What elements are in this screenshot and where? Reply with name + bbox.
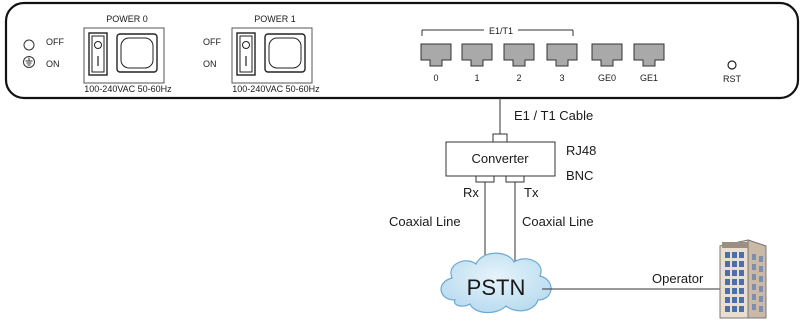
pstn-cloud-icon bbox=[440, 252, 552, 314]
power0-switch[interactable] bbox=[88, 32, 108, 76]
rx-label: Rx bbox=[463, 185, 479, 200]
power1-rating: 100-240VAC 50-60Hz bbox=[232, 84, 320, 94]
power0-on-label: ON bbox=[46, 59, 60, 69]
e1t1-group-label: E1/T1 bbox=[489, 26, 513, 36]
ge0-port[interactable] bbox=[591, 43, 623, 67]
reset-label: RST bbox=[723, 74, 742, 84]
power0-socket[interactable] bbox=[116, 33, 158, 73]
e1t1-port-2[interactable] bbox=[503, 43, 535, 67]
rj48-label: RJ48 bbox=[566, 143, 596, 158]
operator-label: Operator bbox=[652, 271, 704, 286]
power0-rating: 100-240VAC 50-60Hz bbox=[84, 84, 172, 94]
power1-switch[interactable] bbox=[236, 32, 256, 76]
e1t1-group-bracket bbox=[421, 29, 574, 36]
e1t1-port-0-label: 0 bbox=[433, 73, 438, 83]
power0-module bbox=[83, 27, 165, 84]
coaxial-right-label: Coaxial Line bbox=[522, 214, 594, 229]
device-panel bbox=[4, 1, 800, 100]
operator-building-icon bbox=[719, 239, 767, 319]
ge0-port-label: GE0 bbox=[598, 73, 616, 83]
power-indicator-icon bbox=[23, 39, 35, 51]
rx-bnc-connector bbox=[475, 175, 495, 183]
bnc-label: BNC bbox=[566, 168, 593, 183]
pstn-label: PSTN bbox=[467, 275, 526, 300]
ge1-port-label: GE1 bbox=[640, 73, 658, 83]
tx-bnc-connector bbox=[505, 175, 525, 183]
converter-box bbox=[445, 141, 556, 177]
e1t1-port-0[interactable] bbox=[420, 43, 452, 67]
power1-off-label: OFF bbox=[203, 37, 221, 47]
power0-off-label: OFF bbox=[46, 37, 64, 47]
e1t1-port-2-label: 2 bbox=[516, 73, 521, 83]
power1-on-label: ON bbox=[203, 59, 217, 69]
e1t1-port-1-label: 1 bbox=[474, 73, 479, 83]
coaxial-left-label: Coaxial Line bbox=[389, 214, 461, 229]
e1t1-cable-label: E1 / T1 Cable bbox=[514, 108, 593, 123]
ground-icon bbox=[23, 56, 35, 68]
power0-title: POWER 0 bbox=[106, 14, 148, 24]
power1-socket[interactable] bbox=[264, 33, 306, 73]
reset-button[interactable] bbox=[727, 60, 737, 70]
converter-label: Converter bbox=[471, 151, 529, 166]
ge1-port[interactable] bbox=[633, 43, 665, 67]
e1t1-port-1[interactable] bbox=[461, 43, 493, 67]
tx-label: Tx bbox=[524, 185, 539, 200]
e1t1-port-3-label: 3 bbox=[559, 73, 564, 83]
rj48-connector bbox=[492, 133, 508, 143]
power1-module bbox=[231, 27, 313, 84]
power1-title: POWER 1 bbox=[254, 14, 296, 24]
e1t1-port-3[interactable] bbox=[546, 43, 578, 67]
